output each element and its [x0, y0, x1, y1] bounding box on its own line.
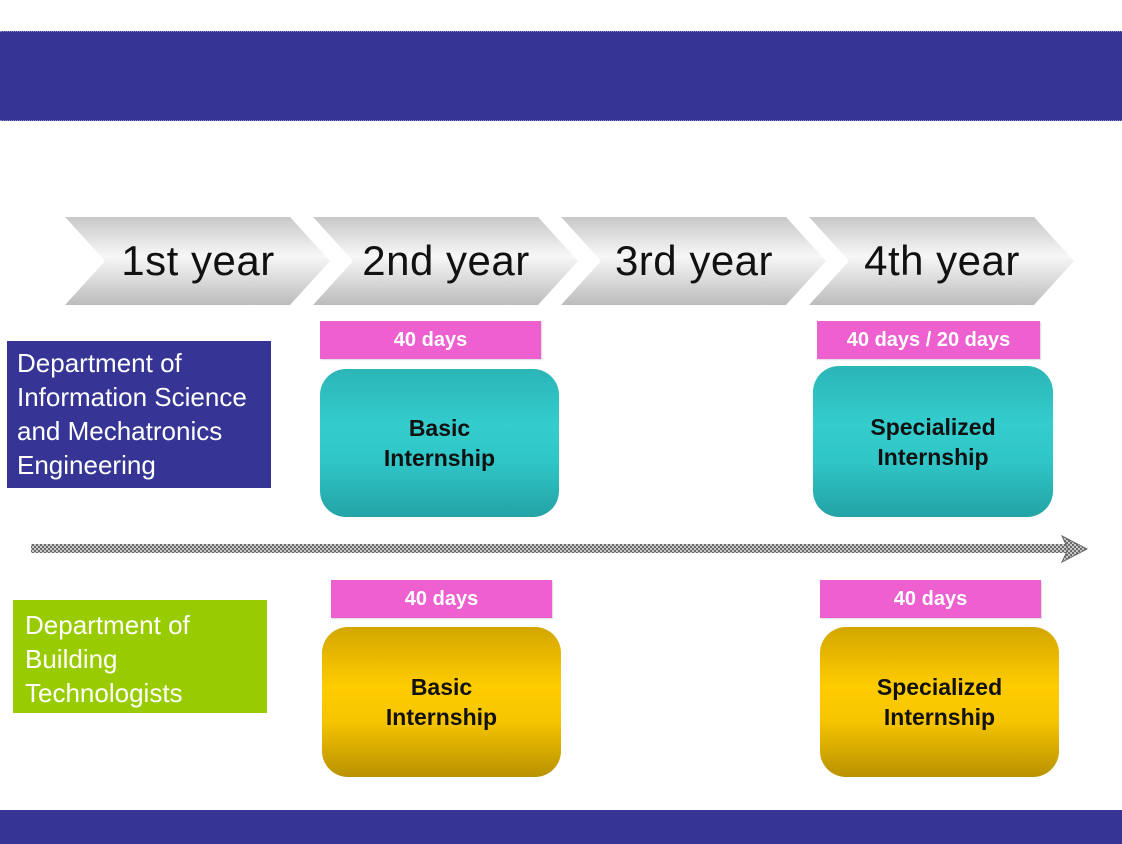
specialized-internship-box-it: Specialized Internship: [813, 366, 1053, 517]
dept-building-technologists: Department of Building Technologists: [13, 600, 267, 713]
days-tag-building-basic: 40 days: [331, 580, 552, 618]
days-tag-it-basic: 40 days: [320, 321, 541, 359]
year-4-label: 4th year: [864, 237, 1020, 284]
dept-info-science-mechatronics: Department of Information Science and Me…: [7, 341, 271, 488]
basic-internship-box-it: Basic Internship: [320, 369, 559, 517]
year-2-label: 2nd year: [362, 237, 530, 284]
year-1-label: 1st year: [121, 237, 275, 284]
timeline-arrow: [31, 534, 1089, 564]
chevron-year-4: [809, 217, 1074, 305]
days-tag-building-specialized: 40 days: [820, 580, 1041, 618]
footer-band: [0, 810, 1122, 844]
days-tag-it-specialized: 40 days / 20 days: [817, 321, 1040, 359]
header-band: [0, 31, 1122, 121]
specialized-internship-box-building: Specialized Internship: [820, 627, 1059, 777]
chevron-year-3: [561, 217, 826, 305]
chevron-year-1: [65, 217, 330, 305]
basic-internship-box-building: Basic Internship: [322, 627, 561, 777]
chevron-year-2: [313, 217, 578, 305]
year-3-label: 3rd year: [614, 237, 774, 284]
